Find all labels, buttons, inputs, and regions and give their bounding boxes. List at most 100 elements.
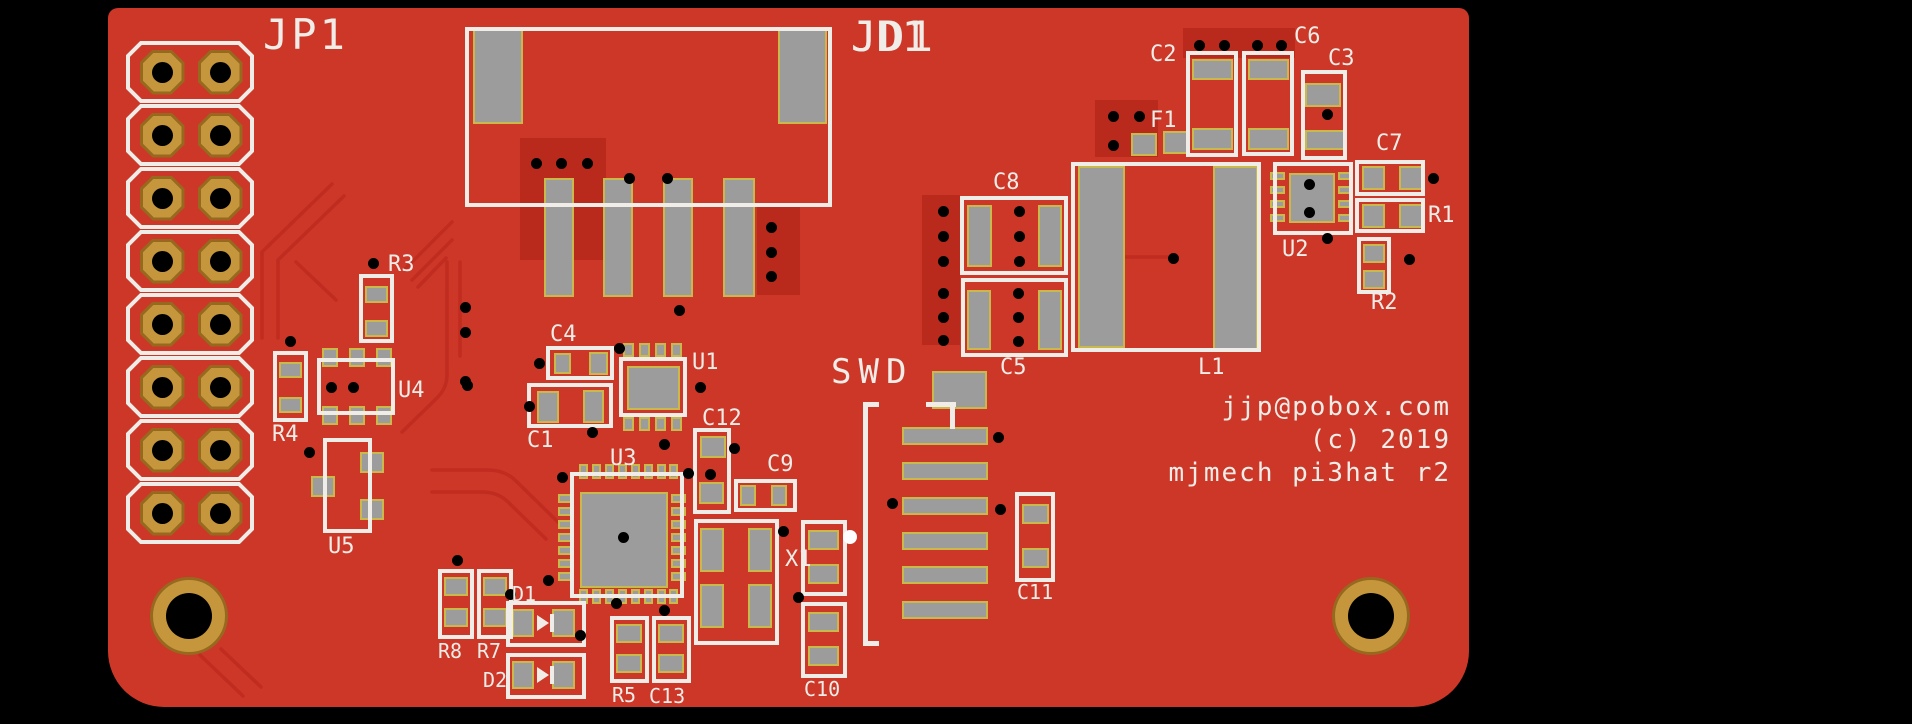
smd-pad xyxy=(671,572,686,581)
through-hole-pad xyxy=(197,175,243,221)
smd-pad xyxy=(700,528,724,572)
swd-bracket xyxy=(863,402,868,646)
through-hole-pad xyxy=(197,364,243,410)
via-dot xyxy=(1012,311,1024,323)
jp1-row-outline xyxy=(126,104,254,166)
component-label-U3: U3 xyxy=(610,446,637,471)
component-label-C12: C12 xyxy=(702,406,742,431)
smd-pad xyxy=(671,520,686,529)
swd-top-pad xyxy=(932,371,987,409)
component-label-D2: D2 xyxy=(483,668,508,692)
copper-trace xyxy=(430,468,562,526)
jp1-row-outline xyxy=(126,482,254,544)
via-dot xyxy=(658,604,670,616)
via-dot xyxy=(673,304,685,316)
smd-pad xyxy=(671,494,686,503)
smd-pad xyxy=(631,464,640,479)
via-dot xyxy=(1275,39,1287,51)
via-dot xyxy=(658,438,670,450)
via-dot xyxy=(1012,335,1024,347)
via-dot xyxy=(728,442,740,454)
drill-hole xyxy=(209,187,231,209)
copper-trace xyxy=(260,182,334,340)
through-hole-pad xyxy=(197,112,243,158)
via-dot xyxy=(459,326,471,338)
smd-pad xyxy=(349,406,365,425)
component-label-U4: U4 xyxy=(398,378,425,403)
smd-pad xyxy=(671,533,686,542)
component-outline-X1 xyxy=(694,519,779,645)
smd-pad xyxy=(655,343,666,357)
drill-hole xyxy=(151,61,173,83)
through-hole-pad xyxy=(139,427,185,473)
smd-pad xyxy=(322,406,338,425)
smd-pad xyxy=(544,178,574,297)
smd-pad xyxy=(1270,172,1285,180)
via-dot xyxy=(682,467,694,479)
component-outline-D1 xyxy=(506,601,586,647)
drill-hole xyxy=(151,124,173,146)
component-label-C3: C3 xyxy=(1328,46,1355,71)
smd-pad xyxy=(1192,128,1233,150)
diode-bar-icon xyxy=(550,614,554,632)
jp1-row-outline xyxy=(126,419,254,481)
smd-pad xyxy=(967,205,992,267)
diode-arrow-icon xyxy=(537,615,549,631)
smd-pad xyxy=(808,530,839,550)
component-outline-C1 xyxy=(527,383,613,428)
through-hole-pad xyxy=(197,301,243,347)
legend-board-name: mjmech pi3hat r2 xyxy=(1168,458,1451,488)
component-outline-C13 xyxy=(652,616,691,683)
component-label-C7: C7 xyxy=(1376,131,1403,156)
smd-pad xyxy=(360,499,384,520)
smd-pad xyxy=(1131,133,1157,156)
smd-pad xyxy=(671,559,686,568)
component-label-R1: R1 xyxy=(1428,203,1455,228)
component-label-JD1: JD1 xyxy=(851,12,927,61)
via-dot xyxy=(1193,39,1205,51)
smd-pad xyxy=(740,485,756,506)
smd-pad xyxy=(658,624,684,643)
drill-hole xyxy=(151,439,173,461)
smd-pad xyxy=(623,417,634,431)
smd-pad xyxy=(618,464,627,479)
smd-pad xyxy=(639,417,650,431)
component-label-R5: R5 xyxy=(612,683,637,707)
through-hole-pad xyxy=(197,49,243,95)
drill-hole xyxy=(209,439,231,461)
legend-copyright: (c) 2019 xyxy=(1309,425,1451,455)
smd-pad xyxy=(967,290,991,350)
component-outline-C9 xyxy=(734,479,797,512)
component-label-R8: R8 xyxy=(438,639,463,663)
smd-pad xyxy=(1038,205,1062,267)
smd-pad xyxy=(360,452,384,473)
smd-pad xyxy=(512,609,534,637)
smd-pad xyxy=(1270,214,1285,222)
smd-pad xyxy=(1038,290,1062,350)
component-label-C1: C1 xyxy=(527,428,554,453)
mask-opening xyxy=(757,205,800,295)
smd-pad xyxy=(808,564,839,584)
via-dot xyxy=(347,381,359,393)
diode-arrow-icon xyxy=(537,667,549,683)
component-outline-D2 xyxy=(506,653,586,699)
smd-pad xyxy=(655,417,666,431)
via-dot xyxy=(937,230,949,242)
component-outline-R5 xyxy=(610,616,649,683)
via-dot xyxy=(581,157,593,169)
smd-pad xyxy=(603,178,633,297)
header-label-jp1: JP1 xyxy=(263,10,348,59)
smd-pad xyxy=(658,654,684,673)
via-dot xyxy=(1107,110,1119,122)
via-dot xyxy=(937,287,949,299)
via-dot xyxy=(1013,255,1025,267)
jp1-row-outline xyxy=(126,167,254,229)
jp1-row-outline xyxy=(126,293,254,355)
smd-pad xyxy=(663,178,693,297)
via-dot xyxy=(992,431,1004,443)
smd-pad xyxy=(1363,270,1385,289)
component-label-X1: X1 xyxy=(785,547,812,572)
component-outline-C4 xyxy=(546,346,614,380)
through-hole-pad xyxy=(139,238,185,284)
